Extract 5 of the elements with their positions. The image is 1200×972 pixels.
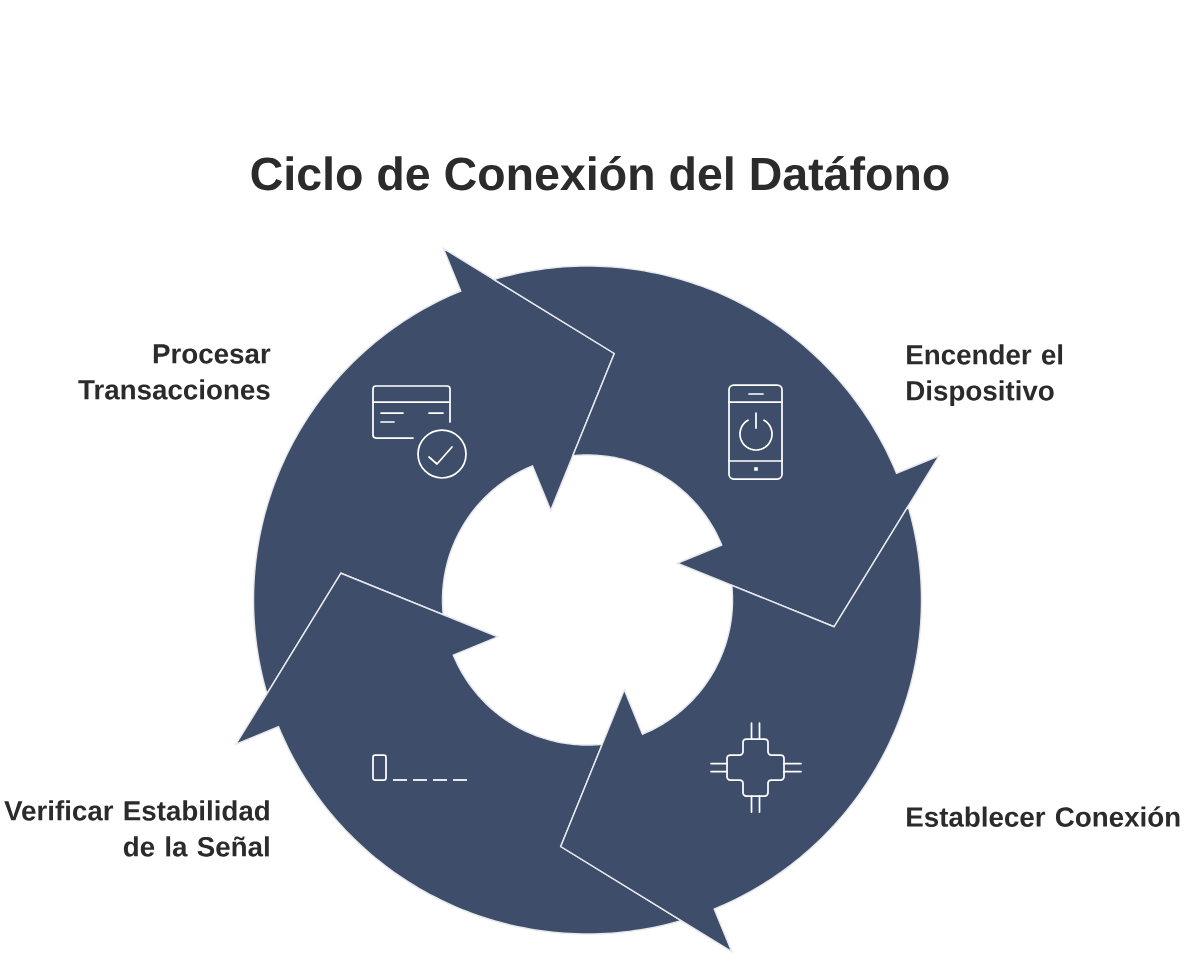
step-label: Encender el Dispositivo <box>907 344 1063 407</box>
step-label: Verificar Estabilidad de la Señal <box>4 800 269 857</box>
step-label: Procesar Transacciones <box>78 344 271 400</box>
title: Ciclo de Conexión del Datáfono <box>251 155 949 191</box>
step-label: Establecer Conexión <box>907 806 1180 827</box>
